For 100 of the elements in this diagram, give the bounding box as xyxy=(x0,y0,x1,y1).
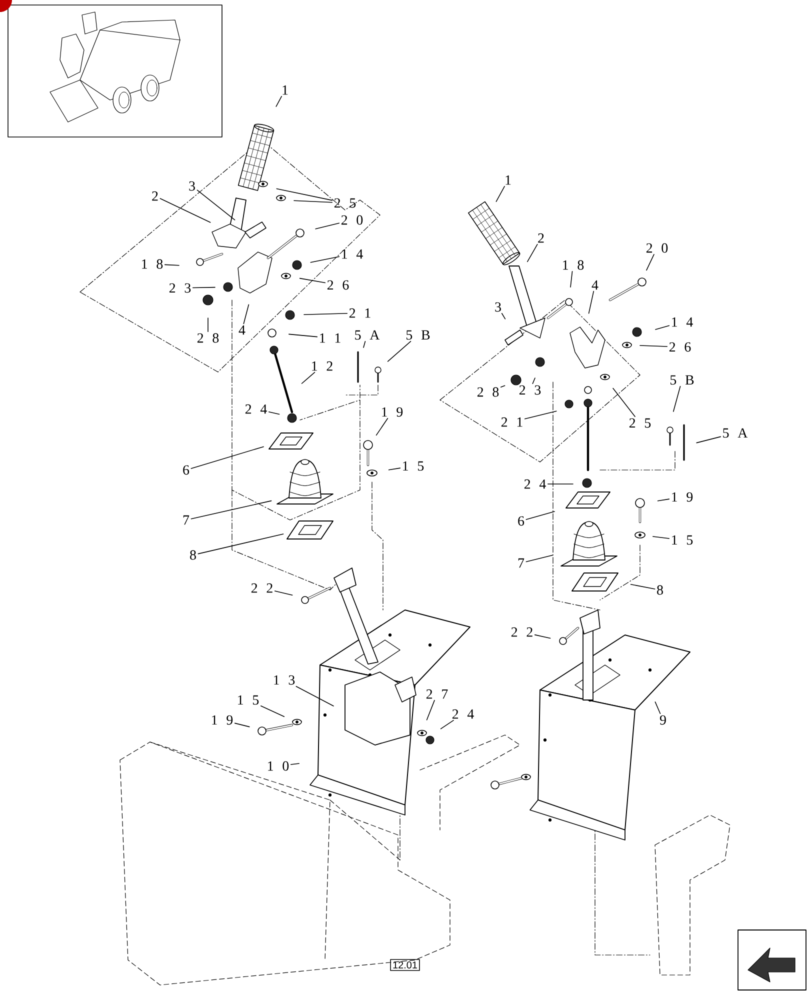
leader-line xyxy=(376,418,388,436)
leader-line xyxy=(301,372,316,384)
leader-line xyxy=(526,511,555,520)
leader-line xyxy=(274,590,293,596)
leader-line xyxy=(496,186,505,202)
callout-number: 2 1 xyxy=(501,417,522,427)
leader-line xyxy=(198,534,284,554)
callout-number: 1 9 xyxy=(672,492,693,502)
leader-line xyxy=(630,584,656,590)
callout-number: 1 0 xyxy=(268,761,289,771)
leader-line xyxy=(696,436,721,444)
leader-line xyxy=(500,385,506,388)
leader-line xyxy=(655,325,670,330)
callout-number: 2 6 xyxy=(327,280,349,290)
callout-number: 6 xyxy=(518,516,524,526)
leader-line xyxy=(294,200,333,203)
leader-line xyxy=(304,312,348,315)
leader-line xyxy=(310,256,340,263)
leader-line xyxy=(243,304,250,324)
leader-line xyxy=(315,222,340,230)
leader-line xyxy=(646,254,654,271)
callout-number: 1 9 xyxy=(212,715,233,725)
leader-line xyxy=(363,340,366,348)
callout-number: 3 xyxy=(189,181,195,191)
leader-line xyxy=(192,286,216,288)
callout-number: 2 0 xyxy=(341,215,363,225)
callout-number: 2 3 xyxy=(169,283,191,293)
leader-line xyxy=(196,190,236,220)
leader-line xyxy=(276,188,333,201)
callout-number: 3 xyxy=(495,302,501,312)
leader-line xyxy=(164,264,180,266)
callout-number: 8 xyxy=(190,550,196,560)
callout-number: 2 3 xyxy=(519,385,541,395)
leader-line xyxy=(612,388,636,418)
callout-number: 1 4 xyxy=(342,249,363,259)
callout-number: 7 xyxy=(518,558,524,568)
callout-number: 1 xyxy=(506,175,511,185)
leader-line xyxy=(570,271,573,288)
callout-number: 2 8 xyxy=(197,333,219,343)
leader-line xyxy=(426,700,435,720)
leader-line xyxy=(234,722,250,728)
callout-number: 2 2 xyxy=(251,583,272,593)
callout-number: 5 A xyxy=(723,428,748,438)
leader-line xyxy=(190,446,264,469)
callout-number: 2 xyxy=(538,233,544,243)
leader-line xyxy=(657,498,670,502)
callout-number: 2 6 xyxy=(669,342,691,352)
leader-line xyxy=(526,554,553,562)
page-reference-box: 12.01 xyxy=(390,959,420,971)
leader-line xyxy=(190,500,272,520)
leader-line xyxy=(160,198,211,223)
leader-line xyxy=(654,702,661,714)
leader-line xyxy=(640,345,668,347)
callout-number: 2 5 xyxy=(629,418,651,428)
callout-number: 2 7 xyxy=(426,689,448,699)
callout-number: 2 4 xyxy=(245,404,267,414)
callout-number: 5 A xyxy=(355,330,380,340)
leader-line xyxy=(501,313,506,320)
callout-number: 1 1 xyxy=(320,333,340,343)
callout-number: 7 xyxy=(183,515,190,525)
callout-number: 1 8 xyxy=(142,259,163,269)
callout-number: 2 4 xyxy=(524,479,546,489)
leader-line xyxy=(440,720,454,730)
callout-number: 2 1 xyxy=(349,308,370,318)
callout-number: 9 xyxy=(660,715,666,725)
callout-number: 1 3 xyxy=(274,675,295,685)
callout-number: 1 5 xyxy=(403,461,424,471)
callout-number: 2 8 xyxy=(477,387,499,397)
leader-line xyxy=(288,334,318,338)
callout-number: 4 xyxy=(238,325,246,335)
callout-number: 5 B xyxy=(406,330,430,340)
leader-line xyxy=(388,468,401,470)
leader-line xyxy=(532,378,536,384)
callout-number: 2 0 xyxy=(646,243,668,253)
leader-line xyxy=(268,411,280,415)
callout-number: 5 B xyxy=(670,375,694,385)
callout-number: 2 4 xyxy=(452,709,474,719)
callout-number: 1 8 xyxy=(563,260,584,270)
leader-line xyxy=(524,410,557,420)
callout-number: 2 2 xyxy=(511,627,532,637)
leader-line xyxy=(534,634,551,639)
callout-number: 1 2 xyxy=(312,361,332,371)
leader-line xyxy=(652,536,670,539)
leader-line xyxy=(276,96,282,107)
leader-line xyxy=(260,706,285,717)
callout-number: 8 xyxy=(657,585,663,595)
leader-line xyxy=(387,340,412,362)
callout-number: 4 xyxy=(592,280,598,290)
callout-number: 1 4 xyxy=(672,317,693,327)
leader-line xyxy=(588,290,594,314)
leader-line xyxy=(296,686,334,706)
callout-number: 1 9 xyxy=(382,407,403,417)
callout-number: 2 xyxy=(152,191,158,201)
leader-line xyxy=(299,278,326,284)
callout-number: 1 xyxy=(282,85,288,95)
callout-number: 1 5 xyxy=(238,695,259,705)
leader-line xyxy=(527,244,538,262)
callout-number: 6 xyxy=(183,465,190,475)
callout-number: 1 5 xyxy=(672,535,693,545)
leader-line xyxy=(673,386,681,412)
